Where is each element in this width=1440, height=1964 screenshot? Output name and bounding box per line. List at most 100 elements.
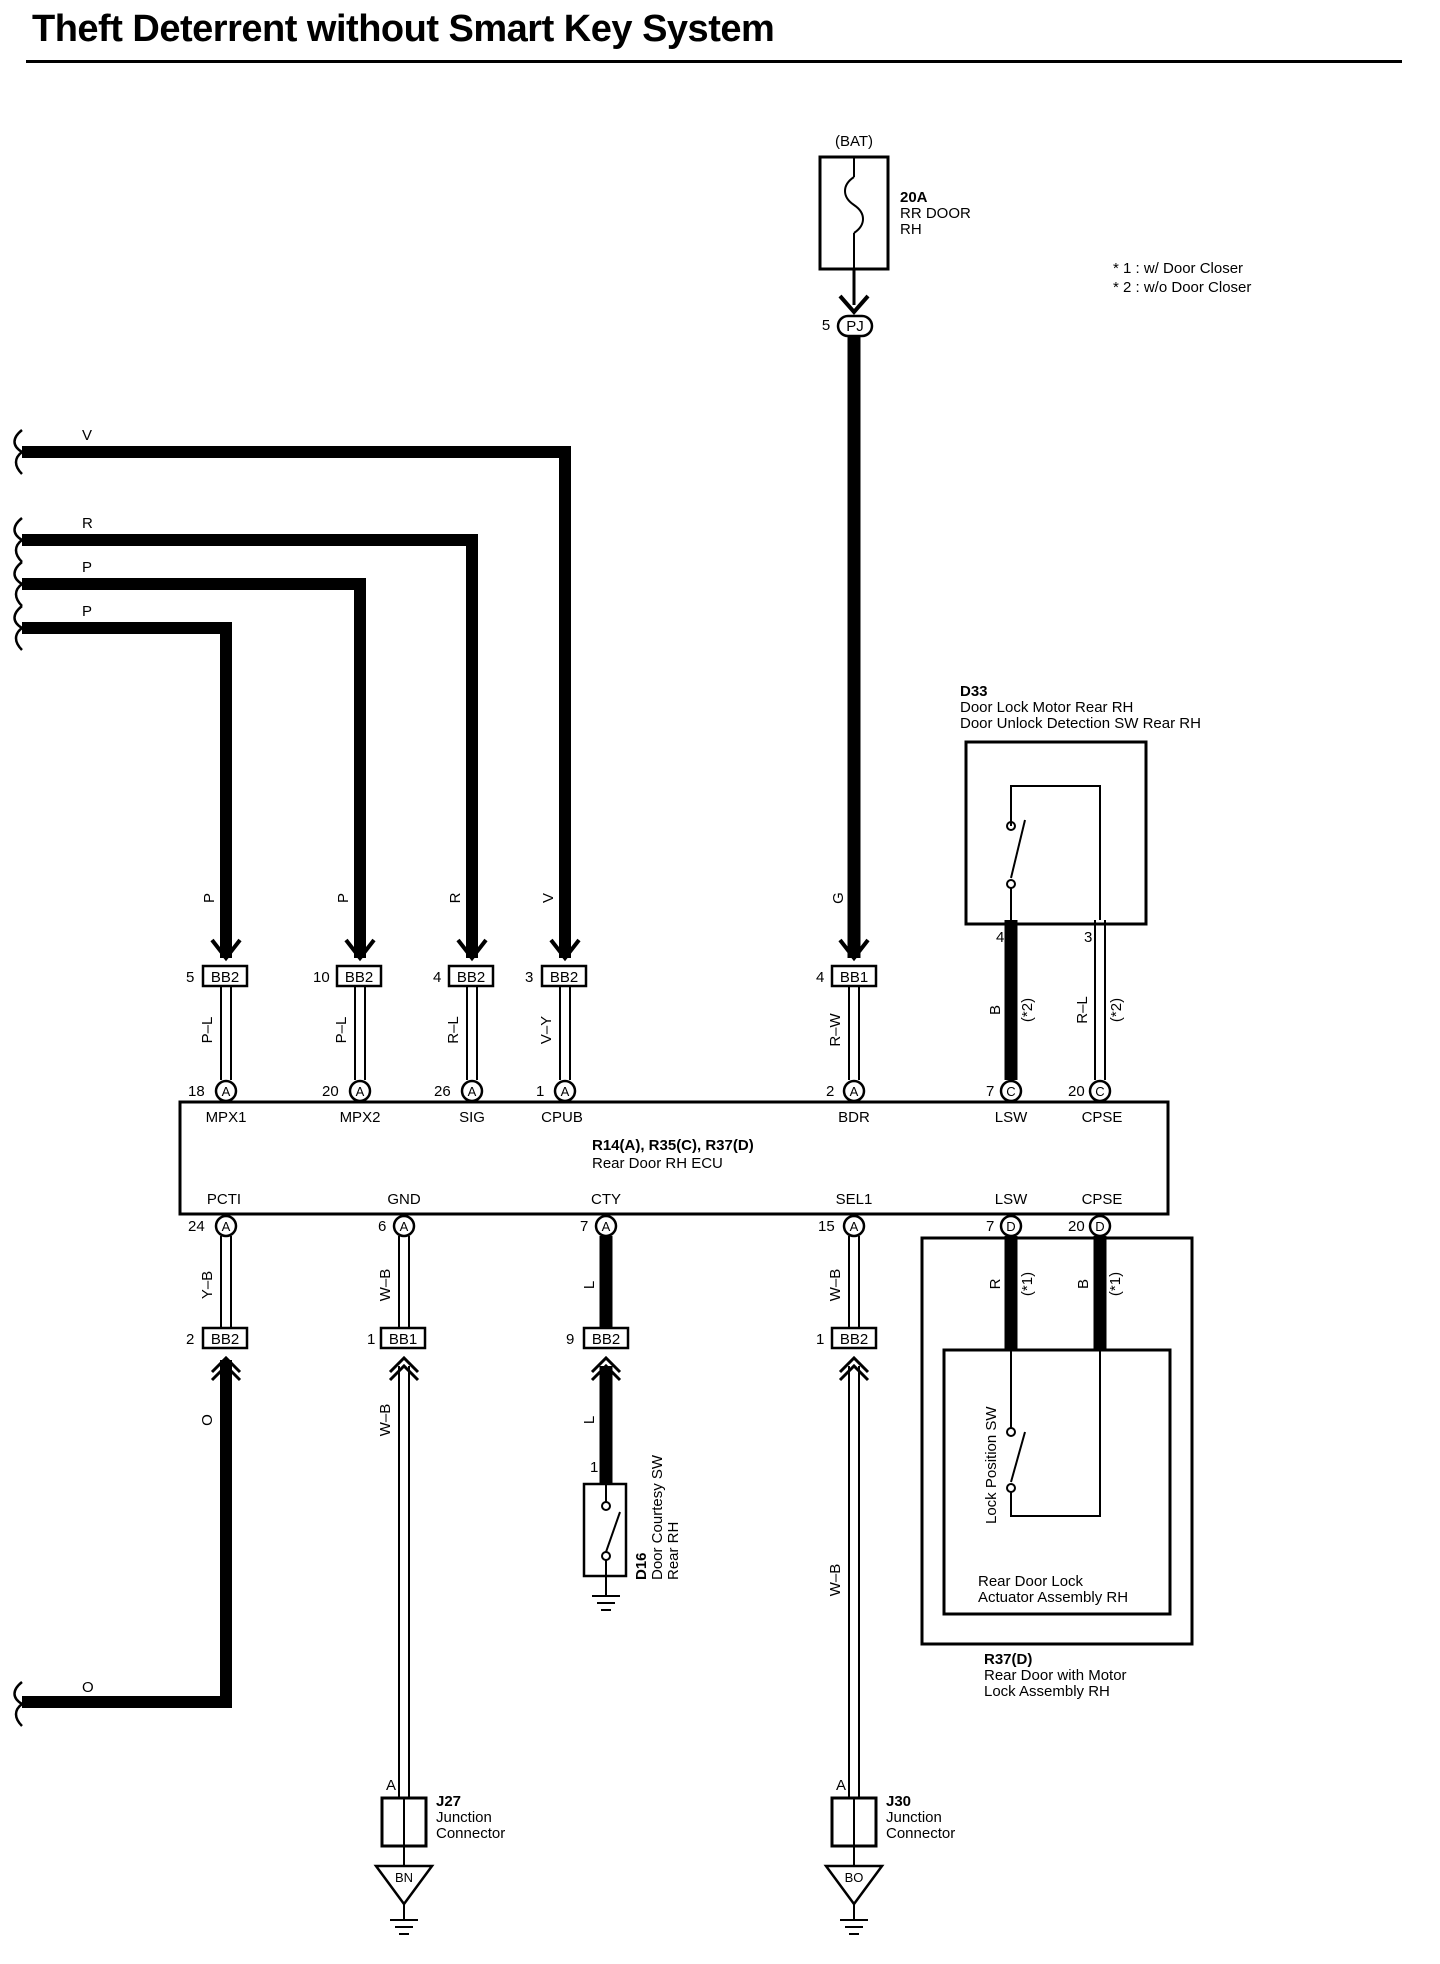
switch-icon [1010,1431,1026,1483]
switch-icon [1010,819,1026,879]
svg-text:SIG: SIG [459,1109,485,1126]
svg-text:R–L: R–L [1074,996,1091,1024]
ecu-id: R14(A), R35(C), R37(D) [592,1137,754,1154]
svg-text:Rear Door Lock: Rear Door Lock [978,1573,1084,1590]
svg-text:B: B [987,1005,1004,1015]
svg-text:3: 3 [525,969,533,986]
fuse-name-1: RR DOOR [900,205,971,222]
svg-text:18: 18 [188,1083,205,1100]
svg-text:Lock Assembly RH: Lock Assembly RH [984,1683,1110,1700]
svg-text:CTY: CTY [591,1191,621,1208]
svg-text:Junction: Junction [886,1809,942,1826]
svg-text:D16: D16 [633,1552,650,1580]
svg-text:(*1): (*1) [1019,1272,1036,1296]
svg-text:A: A [850,1219,859,1234]
svg-text:J30: J30 [886,1793,911,1810]
svg-text:O: O [199,1414,216,1426]
ground-icon [840,1919,868,1935]
svg-text:LSW: LSW [995,1191,1028,1208]
svg-text:Rear RH: Rear RH [665,1522,682,1580]
svg-text:A: A [850,1084,859,1099]
svg-text:PCTI: PCTI [207,1191,241,1208]
svg-text:P–L: P–L [199,1017,216,1044]
svg-text:L: L [581,1416,598,1424]
svg-text:R–L: R–L [445,1016,462,1044]
fuse-20a: (BAT) 20A RR DOOR RH [818,133,971,271]
wire-label-p1: P [82,559,92,576]
svg-text:4: 4 [816,969,824,986]
svg-text:CPSE: CPSE [1082,1109,1123,1126]
svg-text:7: 7 [986,1218,994,1235]
svg-text:BB2: BB2 [211,1331,239,1348]
svg-text:MPX1: MPX1 [206,1109,247,1126]
incoming-wires [22,446,571,1708]
svg-text:Rear Door with Motor: Rear Door with Motor [984,1667,1127,1684]
svg-text:A: A [400,1219,409,1234]
svg-text:L: L [581,1281,598,1289]
svg-text:V–Y: V–Y [538,1016,555,1044]
svg-text:SEL1: SEL1 [836,1191,873,1208]
title-rule [26,60,1402,63]
svg-text:A: A [356,1084,365,1099]
note-1: * 1 : w/ Door Closer [1113,260,1243,277]
svg-text:15: 15 [818,1218,835,1235]
svg-text:4: 4 [433,969,441,986]
svg-text:26: 26 [434,1083,451,1100]
svg-text:R: R [987,1278,1004,1289]
ground-icon [592,1595,620,1611]
bottom-junction-connectors [201,1326,878,1350]
svg-text:Actuator Assembly RH: Actuator Assembly RH [978,1589,1128,1606]
svg-text:1: 1 [816,1331,824,1348]
svg-text:CPUB: CPUB [541,1109,583,1126]
pj-pin: 5 [822,317,830,334]
svg-text:24: 24 [188,1218,205,1235]
svg-text:W–B: W–B [377,1404,394,1437]
svg-text:Door Courtesy SW: Door Courtesy SW [649,1454,666,1580]
svg-text:MPX2: MPX2 [340,1109,381,1126]
wire-label-r: R [82,515,93,532]
svg-text:BB2: BB2 [457,969,485,986]
ecu-top-terminals [214,1079,1112,1103]
svg-text:BB2: BB2 [840,1331,868,1348]
svg-text:P–L: P–L [333,1017,350,1044]
svg-text:A: A [561,1084,570,1099]
svg-text:7: 7 [580,1218,588,1235]
ecu-box: MPX1 MPX2 SIG CPUB BDR LSW CPSE R14(A), … [178,1100,1170,1216]
vlabel-p2: P [335,893,352,903]
fuse-source: (BAT) [835,133,873,150]
wire-label-o: O [82,1679,94,1696]
svg-text:Junction: Junction [436,1809,492,1826]
top-junction-connectors [201,964,878,988]
svg-text:5: 5 [186,969,194,986]
svg-text:Door Unlock Detection SW Rear: Door Unlock Detection SW Rear RH [960,715,1201,732]
svg-text:C: C [1095,1084,1104,1099]
svg-text:GND: GND [387,1191,421,1208]
svg-text:A: A [468,1084,477,1099]
svg-text:A: A [602,1219,611,1234]
svg-text:A: A [222,1084,231,1099]
pj-connector: PJ [846,318,864,335]
svg-text:9: 9 [566,1331,574,1348]
svg-text:W–B: W–B [827,1564,844,1597]
svg-text:A: A [836,1777,846,1794]
d16-door-courtesy-switch: 1 D16 Door Courtesy SW Rear RH [582,1454,682,1611]
svg-text:(*2): (*2) [1108,998,1125,1022]
svg-text:BO: BO [845,1870,864,1885]
svg-text:BB2: BB2 [550,969,578,986]
svg-text:A: A [386,1777,396,1794]
fuse-icon [844,176,864,234]
j27-junction-connector: A BN J27 Junction Connector [373,1777,505,1935]
svg-text:R–W: R–W [827,1012,844,1046]
wire-label-p2: P [82,603,92,620]
svg-text:BB2: BB2 [211,969,239,986]
ground-icon [390,1919,418,1935]
svg-text:D: D [1095,1219,1104,1234]
wire-breaks-left [13,429,25,1727]
svg-text:(*2): (*2) [1019,998,1036,1022]
svg-text:W–B: W–B [377,1269,394,1302]
svg-text:3: 3 [1084,929,1092,946]
svg-text:W–B: W–B [827,1269,844,1302]
svg-text:Lock Position SW: Lock Position SW [983,1406,1000,1524]
svg-text:B: B [1075,1279,1092,1289]
svg-text:C: C [1006,1084,1015,1099]
